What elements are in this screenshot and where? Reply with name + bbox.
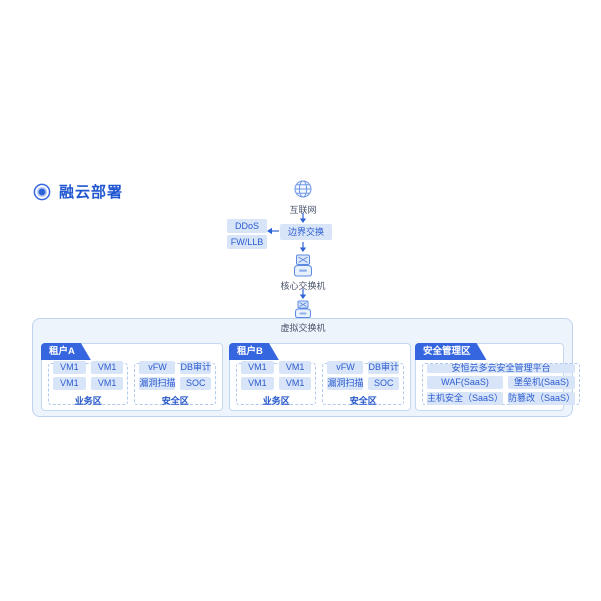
firewall-llb-node: FW/LLB: [227, 235, 267, 249]
security-chip: 漏洞扫描: [327, 377, 364, 390]
tenant-b-tab: 租户B: [229, 343, 279, 360]
security-mgmt-zone: 安恒云多云安全管理平台 WAF(SaaS) 堡垒机(SaaS) 主机安全（Saa…: [422, 363, 581, 405]
arrow-down-icon: [299, 242, 307, 252]
core-switch-icon: [290, 254, 316, 278]
security-chip: SOC: [180, 377, 211, 390]
vm-chip: VM1: [278, 377, 312, 390]
saas-chip: 主机安全（SaaS）: [427, 391, 504, 405]
arrow-left-icon: [267, 227, 279, 235]
platform-chip: 安恒云多云安全管理平台: [427, 363, 576, 373]
tenant-b-panel: 租户B VM1 VM1 VM1 VM1 业务区 vFW DB审计 漏洞扫描 SO…: [229, 343, 411, 411]
security-chip: vFW: [327, 361, 364, 374]
virtual-switch-icon: [292, 300, 314, 319]
security-chip: DB审计: [368, 361, 399, 374]
core-switch-label: 核心交换机: [280, 281, 326, 291]
virtual-switch-label: 虚拟交换机: [280, 323, 326, 333]
internet-globe-icon: [293, 179, 313, 199]
vm-chip: VM1: [90, 361, 124, 374]
arrow-down-icon: [299, 213, 307, 223]
ddos-node: DDoS: [227, 219, 267, 233]
vm-chip: VM1: [53, 361, 86, 374]
saas-chip: 堡垒机(SaaS): [508, 375, 576, 389]
security-mgmt-panel: 安全管理区 安恒云多云安全管理平台 WAF(SaaS) 堡垒机(SaaS) 主机…: [415, 343, 581, 411]
page-title: 融云部署: [59, 184, 124, 201]
security-chip: SOC: [368, 377, 399, 390]
security-zone-label: 安全区: [161, 396, 189, 406]
arrow-down-icon: [299, 289, 307, 299]
vm-chip: VM1: [241, 377, 274, 390]
tenant-b-security-zone: vFW DB审计 漏洞扫描 SOC 安全区: [322, 361, 404, 406]
security-chip: DB审计: [180, 361, 211, 374]
saas-chip: WAF(SaaS): [427, 375, 504, 389]
vm-chip: VM1: [241, 361, 274, 374]
saas-chip: 防篡改（SaaS）: [508, 391, 576, 405]
deployment-container: 租户A VM1 VM1 VM1 VM1 业务区 vFW DB审计 漏洞扫描 SO…: [32, 318, 581, 417]
security-zone-label: 安全区: [349, 396, 377, 406]
business-zone-label: 业务区: [262, 396, 290, 406]
tenant-a-business-zone: VM1 VM1 VM1 VM1 业务区: [48, 361, 129, 406]
security-chip: vFW: [139, 361, 176, 374]
vm-chip: VM1: [53, 377, 86, 390]
security-chip: 漏洞扫描: [139, 377, 176, 390]
tenant-b-business-zone: VM1 VM1 VM1 VM1 业务区: [236, 361, 317, 406]
vm-chip: VM1: [90, 377, 124, 390]
tenant-a-security-zone: vFW DB审计 漏洞扫描 SOC 安全区: [134, 361, 216, 406]
security-mgmt-tab: 安全管理区: [415, 343, 487, 360]
business-zone-label: 业务区: [74, 396, 102, 406]
bullseye-icon: [33, 183, 51, 201]
page-header: 融云部署: [33, 181, 123, 202]
internet-label: 互联网: [289, 205, 317, 215]
vm-chip: VM1: [278, 361, 312, 374]
tenant-a-tab: 租户A: [41, 343, 91, 360]
border-switch-node: 边界交换: [280, 224, 332, 240]
tenant-a-panel: 租户A VM1 VM1 VM1 VM1 业务区 vFW DB审计 漏洞扫描 SO…: [41, 343, 223, 411]
